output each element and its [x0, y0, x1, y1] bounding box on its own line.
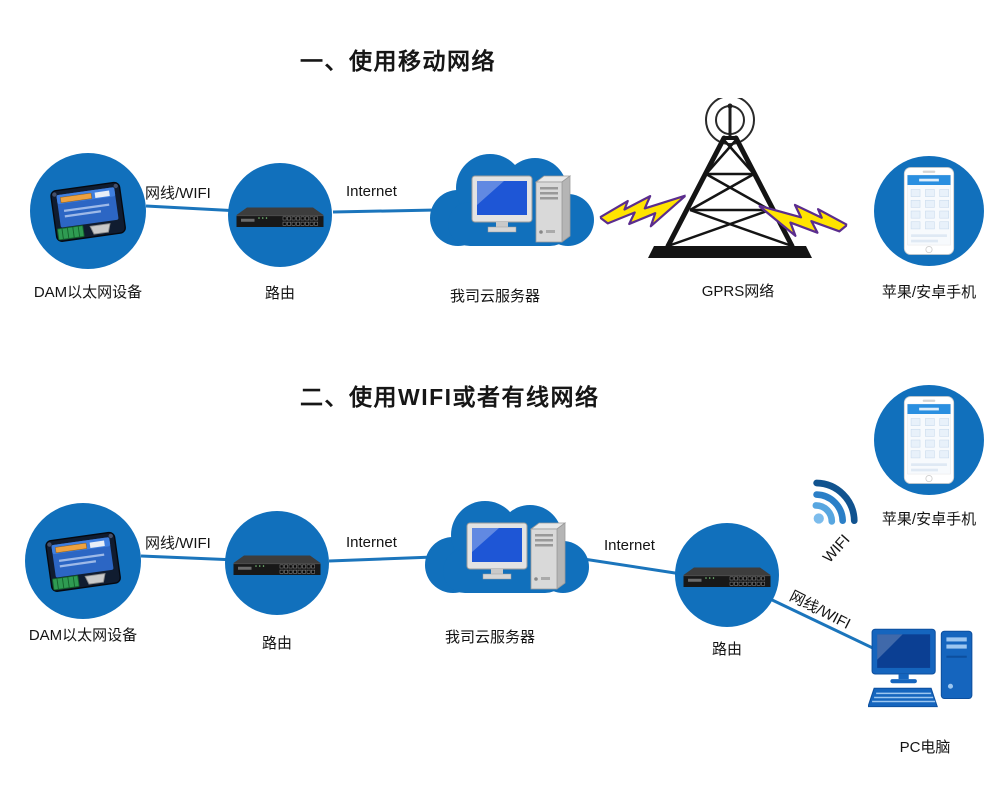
switch-icon — [236, 207, 324, 227]
wifi-signal-icon — [812, 479, 858, 525]
connection-line-s2-cloud-router2 — [576, 556, 689, 577]
connection-line-s1-dam-router — [145, 204, 241, 213]
connection-line-s1-router-cloud — [332, 208, 437, 214]
gprs-tower-icon — [648, 98, 812, 258]
s1-phone-label: 苹果/安卓手机 — [881, 284, 977, 301]
smartphone-icon — [903, 396, 955, 484]
s1-router-node — [228, 163, 332, 267]
s1-link-label-internet: Internet — [346, 183, 397, 200]
s2-link-label-internet2: Internet — [604, 537, 655, 554]
s1-gprs-label: GPRS网络 — [701, 283, 775, 300]
s1-dam-device-node — [30, 153, 146, 269]
s2-router1-node — [225, 511, 329, 615]
s2-link-label-lan1: 网线/WIFI — [145, 535, 211, 552]
s2-phone-label: 苹果/安卓手机 — [881, 511, 977, 528]
s2-link-label-internet1: Internet — [346, 534, 397, 551]
connection-line-s2-router-cloud — [328, 555, 435, 563]
lightning-bolt-left-icon — [597, 184, 691, 247]
s1-router-label: 路由 — [264, 285, 295, 302]
cloud-server-icon — [425, 501, 589, 593]
dam-device-icon — [50, 181, 126, 242]
s2-router1-label: 路由 — [261, 635, 292, 652]
section2-title: 二、使用WIFI或者有线网络 — [300, 384, 600, 410]
switch-icon — [683, 567, 771, 587]
s2-dam-device-node — [25, 503, 141, 619]
section1-title: 一、使用移动网络 — [300, 48, 496, 74]
connection-line-s2-dam-router — [140, 554, 238, 562]
pc-computer-icon — [868, 628, 973, 708]
smartphone-icon — [903, 167, 955, 255]
cloud-server-icon — [430, 154, 594, 246]
s2-pc-node — [868, 625, 980, 719]
s2-cloud-label: 我司云服务器 — [444, 629, 535, 646]
s1-cloud-label: 我司云服务器 — [449, 288, 540, 305]
s1-cloud-server-node — [420, 140, 600, 270]
switch-icon — [233, 555, 321, 575]
lightning-bolt-right-icon — [754, 193, 849, 255]
s2-dam-label: DAM以太网设备 — [28, 627, 138, 644]
s2-phone-node — [874, 385, 984, 495]
s1-phone-node — [874, 156, 984, 266]
s2-wifi-signal — [785, 460, 867, 542]
s2-pc-label: PC电脑 — [899, 739, 951, 756]
s1-link-label-lan: 网线/WIFI — [145, 185, 211, 202]
s2-router2-label: 路由 — [711, 641, 742, 658]
s2-cloud-server-node — [415, 487, 595, 617]
dam-device-icon — [45, 531, 121, 592]
s1-dam-label: DAM以太网设备 — [33, 284, 143, 301]
s2-router2-node — [675, 523, 779, 627]
s1-gprs-tower-node — [640, 98, 820, 270]
